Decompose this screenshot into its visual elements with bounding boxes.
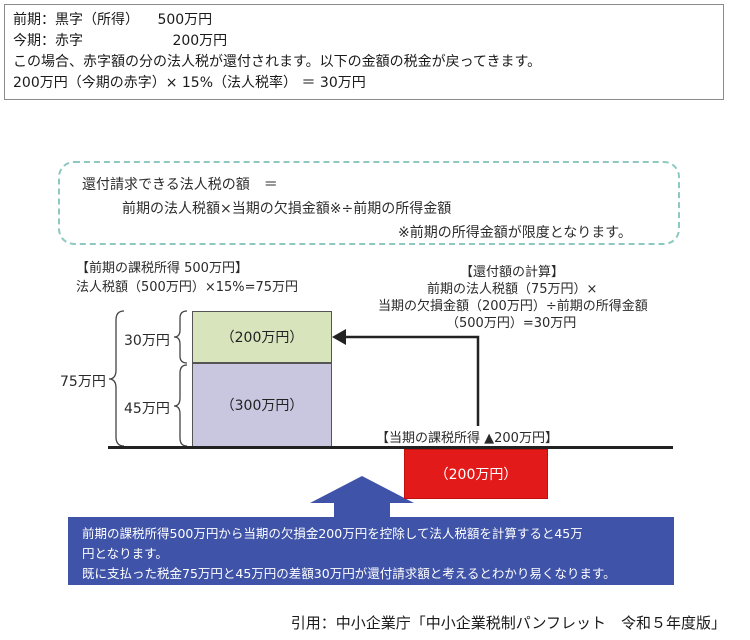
refund-arrow [342,335,480,426]
refund-calc-line2: 当期の欠損金額（200万円）÷前期の所得金額 [378,299,648,314]
info-previous-amount: 500万円 [157,12,213,28]
block-current-loss: （200万円） [404,449,548,499]
brace-75 [108,310,125,447]
block-30-refund: （200万円） [192,311,332,363]
formula-note: ※前期の所得金額が限度となります。 [398,225,632,241]
explanation-line1: 前期の課税所得500万円から当期の欠損金200万円を控除して法人税額を計算すると… [82,526,583,541]
formula-title: 還付請求できる法人税の額 ＝ [82,177,278,193]
refund-arrow-head [332,329,346,345]
info-line-current: 今期：赤字 200万円 [13,31,715,52]
info-explanation: この場合、赤字額の分の法人税が還付されます。以下の金額の税金が戻ってきます。 [13,54,542,70]
offset-arrow [310,476,414,520]
brace-30 [173,310,188,364]
block-45-tax: （300万円） [192,363,332,447]
brace-label-30: 30万円 [124,333,170,349]
explanation-line2: 円となります。 [82,546,168,561]
info-calculation: 200万円（今期の赤字）× 15%（法人税率） ＝ 30万円 [13,75,366,91]
info-current-label: 今期：赤字 [13,33,83,49]
formula-box: 還付請求できる法人税の額 ＝ 前期の法人税額×当期の欠損金額※÷前期の所得金額 … [58,161,680,245]
explanation-line3: 既に支払った税金75万円と45万円の差額30万円が還付請求額と考えるとわかり易く… [82,566,616,581]
brace-45 [173,364,188,447]
info-line-previous: 前期：黒字（所得） 500万円 [13,10,715,31]
refund-calc-line1: 前期の法人税額（75万円）× [427,282,598,297]
info-box: 前期：黒字（所得） 500万円 今期：赤字 200万円 この場合、赤字額の分の法… [4,4,724,100]
refund-calc-line3: （500万円）=30万円 [446,316,577,331]
info-previous-label: 前期：黒字（所得） [13,12,139,28]
citation: 引用：中小企業庁「中小企業税制パンフレット 令和５年度版」 [290,614,726,632]
current-taxable-income-label: 【当期の課税所得 ▲200万円】 [376,431,558,446]
formula-expression: 前期の法人税額×当期の欠損金額※÷前期の所得金額 [122,201,452,217]
refund-calc-title: 【還付額の計算】 [460,265,565,280]
info-current-amount: 200万円 [172,33,228,49]
previous-tax-amount-label: 法人税額（500万円）×15%=75万円 [76,280,299,295]
explanation-box: 前期の課税所得500万円から当期の欠損金200万円を控除して法人税額を計算すると… [68,517,674,585]
baseline [108,446,673,449]
brace-label-75: 75万円 [60,374,106,390]
previous-taxable-income-label: 【前期の課税所得 500万円】 [76,261,248,276]
brace-label-45: 45万円 [124,401,170,417]
